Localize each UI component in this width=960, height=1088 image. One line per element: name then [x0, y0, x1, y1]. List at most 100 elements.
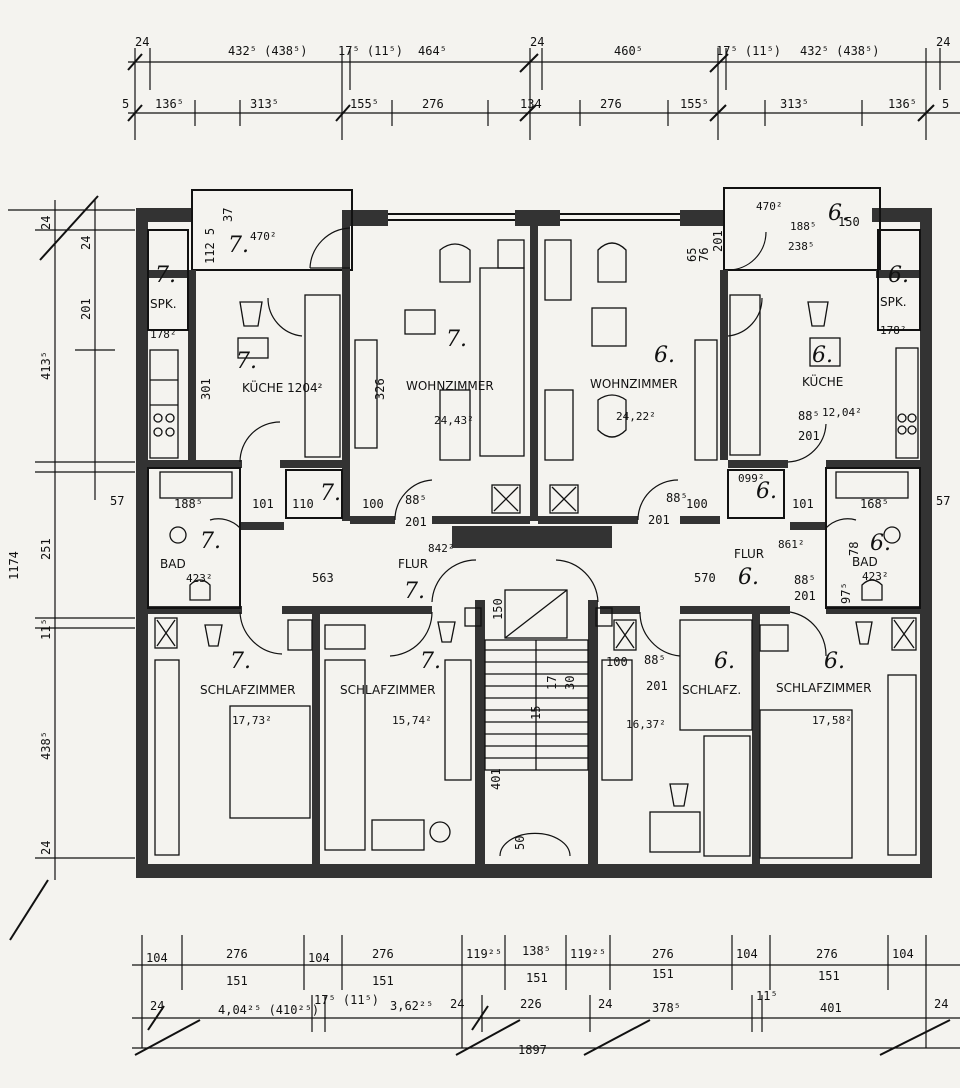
dim-301: 301: [199, 378, 213, 400]
dim-top-1-b: 432⁵ (438⁵): [228, 44, 307, 58]
dim-bot-1-g: 119²⁵: [466, 947, 502, 961]
label-spk-left: SPK.: [150, 297, 177, 311]
mark-7-flur: 7.: [404, 579, 425, 604]
mark-7-schlaf-2: 7.: [420, 649, 441, 674]
label-bad-right: BAD: [852, 555, 878, 569]
dim-bot-1-o: 151: [818, 969, 840, 983]
dim-188-left: 188⁵: [174, 497, 203, 511]
dim-201-left: 201: [405, 515, 427, 529]
dim-top-1-f: 460⁵: [614, 44, 643, 58]
dim-885-kueche-r: 88⁵: [798, 409, 820, 423]
label-flur-left-len: 563: [312, 571, 334, 585]
room-labels: SPK. 178² 470² KÜCHE 1204² WOHNZIMMER 24…: [150, 200, 907, 731]
label-schlaf-right-2-area: 17,58²: [812, 714, 852, 727]
dim-50: 50: [513, 836, 527, 850]
dim-bot-2-g: 24: [598, 997, 612, 1011]
dim-885-flur-r: 88⁵: [794, 573, 816, 587]
mark-7-kueche: 7.: [236, 349, 257, 374]
label-kueche-right: KÜCHE: [802, 373, 843, 389]
dim-bot-1-f: 151: [372, 974, 394, 988]
mark-6-kueche: 6.: [812, 343, 833, 368]
dim-top-1-h: 432⁵ (438⁵): [800, 44, 879, 58]
dim-left-d: 413⁵: [39, 351, 53, 380]
label-schlaf-left-2-area: 15,74²: [392, 714, 432, 727]
dim-top-2-f: 134: [520, 97, 542, 111]
mark-6-balcony: 6.: [828, 201, 849, 226]
mark-7-bad: 7.: [200, 529, 221, 554]
dim-110-left: 110: [292, 497, 314, 511]
dim-bot-1-j: 119²⁵: [570, 947, 606, 961]
dim-top-1-e: 24: [530, 35, 544, 49]
walls: [136, 187, 932, 878]
dim-bot-2-i: 11⁵: [756, 989, 778, 1003]
dim-150-balc: 150: [838, 215, 860, 229]
dim-975: 97⁵: [839, 582, 853, 604]
dim-top-2-b: 136⁵: [155, 97, 184, 111]
label-flur-right-area: 861²: [778, 538, 805, 551]
dim-top-2-c: 313⁵: [250, 97, 279, 111]
dim-left-g: 11⁵: [39, 618, 53, 640]
dim-168-right: 168⁵: [860, 497, 889, 511]
dim-bot-1-b: 276: [226, 947, 248, 961]
label-flur-left: FLUR: [398, 557, 428, 571]
dim-top-2-d: 155⁵: [350, 97, 379, 111]
dim-bot-2-a: 24: [150, 999, 164, 1013]
label-bad-left-area: 423²: [186, 572, 213, 585]
dim-bot-1-i: 151: [526, 971, 548, 985]
dim-78: 78: [847, 542, 861, 556]
label-schlaf-left-1-area: 17,73²: [232, 714, 272, 727]
mark-7-abst: 7.: [320, 481, 341, 506]
label-schlaf-right-1-area: 16,37²: [626, 718, 666, 731]
dim-100-left: 100: [362, 497, 384, 511]
label-balcony-right-w: 188⁵: [790, 220, 817, 233]
dim-885-left: 88⁵: [405, 493, 427, 507]
label-flur-left-area: 842²: [428, 542, 455, 555]
dim-left-f: 251: [39, 538, 53, 560]
mark-6-schlaf-1: 6.: [714, 649, 735, 674]
label-schlaf-left-1: SCHLAFZIMMER: [200, 683, 295, 697]
dim-1125: 112 5: [203, 228, 217, 264]
dim-bot-2-f: 226: [520, 997, 542, 1011]
dim-bot-2-k: 24: [934, 997, 948, 1011]
label-balcony-right: 470²: [756, 200, 783, 213]
label-schlaf-right-1: SCHLAFZ.: [682, 683, 741, 697]
dim-left-a: 24: [39, 216, 53, 230]
dim-top-2-i: 313⁵: [780, 97, 809, 111]
dim-201-v: 201: [711, 230, 725, 252]
dim-bot-1-e: 276: [372, 947, 394, 961]
dim-100-schlaf-r: 100: [606, 655, 628, 669]
label-spk-right: SPK.: [880, 295, 907, 309]
label-schlaf-right-2: SCHLAFZIMMER: [776, 681, 871, 695]
dim-bot-2-e: 24: [450, 997, 464, 1011]
dim-bot-1-c: 151: [226, 974, 248, 988]
dim-201-schlaf-r: 201: [646, 679, 668, 693]
top-dimension-chain: 24 432⁵ (438⁵) 17⁵ (11⁵) 464⁵ 24 460⁵ 17…: [122, 35, 960, 140]
dim-top-2-a: 5: [122, 97, 129, 111]
label-abst-right-area: 099²: [738, 472, 765, 485]
dim-left-b: 24: [79, 236, 93, 250]
dim-top-1-a: 24: [135, 35, 149, 49]
label-flur-right: FLUR: [734, 547, 764, 561]
dim-150: 150: [491, 598, 505, 620]
dim-top-1-i: 24: [936, 35, 950, 49]
dim-17: 17: [545, 676, 559, 690]
dim-bot-1-k: 276: [652, 947, 674, 961]
left-dimension-chain: 24 24 201 413⁵ 1174 251 11⁵ 438⁵ 24: [7, 195, 135, 941]
dim-top-1-g: 17⁵ (11⁵): [716, 44, 781, 58]
dim-bot-1-a: 104: [146, 951, 168, 965]
dim-bot-1-p: 104: [892, 947, 914, 961]
dim-37: 37: [221, 208, 235, 222]
dim-top-2-g: 276: [600, 97, 622, 111]
unit-marks: 7. 7. 7. 7. 7. 7. 7. 7. 7. 6. 6. 6. 6. 6…: [155, 201, 909, 674]
label-flur-right-len: 570: [694, 571, 716, 585]
dim-bot-2-j: 401: [820, 1001, 842, 1015]
dim-201-right: 201: [648, 513, 670, 527]
dim-201-flur-r: 201: [794, 589, 816, 603]
label-spk-left-area: 178²: [150, 328, 177, 341]
dim-bot-1-d: 104: [308, 951, 330, 965]
dim-bot-1-n: 276: [816, 947, 838, 961]
label-wohn-right-area: 24,22²: [616, 410, 656, 423]
dim-57-right: 57: [936, 494, 950, 508]
label-wohn-left-area: 24,43²: [434, 414, 474, 427]
